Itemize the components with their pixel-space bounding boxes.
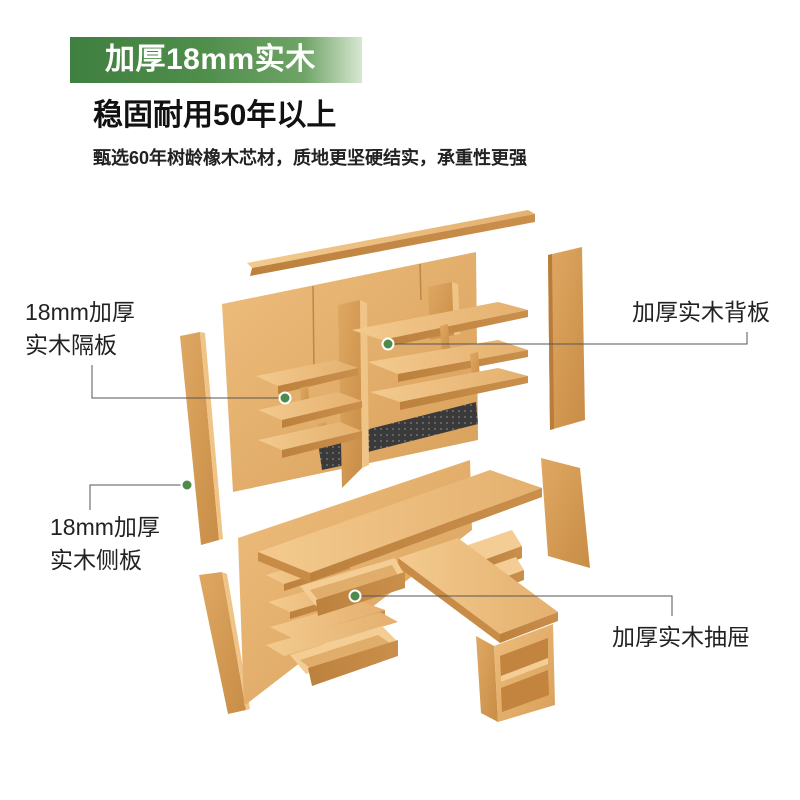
middle-tall-divider-edge <box>360 300 369 468</box>
desktop-left-edge <box>258 552 310 582</box>
marker-dot-drawer <box>348 589 362 603</box>
shelf-left-lower <box>258 422 362 450</box>
leader-line-back-panel <box>388 332 748 345</box>
left-drawer-2-inner <box>300 635 390 668</box>
desktop-surface <box>258 470 542 573</box>
return-desktop-side-edge <box>398 558 500 643</box>
shelf-left-middle <box>258 392 362 420</box>
callout-drawer: 加厚实木抽屉 <box>612 621 750 654</box>
left-drawer-2-front <box>308 640 398 686</box>
marker-dot-back-panel <box>381 337 395 351</box>
desk-shelf-3 <box>270 601 385 638</box>
back-panel-seam <box>312 285 315 373</box>
marker-dot-shelf <box>278 391 292 405</box>
left-lower-side-panel <box>199 572 246 714</box>
leader-line-drawer <box>355 595 673 616</box>
callout-shelf-line2: 实木隔板 <box>25 332 117 358</box>
left-drawer-1-inner <box>310 565 398 600</box>
shelf-left-top-edge <box>278 368 358 394</box>
shelf-left-middle-edge <box>282 401 362 428</box>
right-upper-side-panel <box>548 247 585 430</box>
return-desktop-surface <box>398 538 558 634</box>
shelf-right-lower <box>370 368 528 402</box>
shelf-right-lower-edge <box>400 376 528 410</box>
right-upper-side-panel-edge <box>548 254 554 430</box>
shelf-right-middle <box>368 340 528 374</box>
leader-line-shelf <box>91 365 285 399</box>
back-panel-seam <box>419 263 422 301</box>
callout-drawer-line1: 加厚实木抽屉 <box>612 624 750 650</box>
shelf-right-top-edge <box>382 310 528 348</box>
shelf-left-top <box>256 360 358 386</box>
top-board-edge <box>250 214 535 276</box>
banner-text: 加厚18mm实木 <box>105 43 316 76</box>
callout-shelf: 18mm加厚 实木隔板 <box>25 296 135 362</box>
marker-dot-side-panel <box>180 478 194 492</box>
headline: 稳固耐用50年以上 <box>93 99 337 132</box>
callout-back-panel-line1: 加厚实木背板 <box>632 299 770 325</box>
feature-banner: 加厚18mm实木 <box>70 37 362 83</box>
left-upper-side-panel <box>180 332 219 545</box>
callout-back-panel: 加厚实木背板 <box>632 296 770 329</box>
return-desktop-front-edge <box>500 612 558 643</box>
left-upper-side-panel-edge <box>200 332 223 540</box>
callout-side-panel-line1: 18mm加厚 <box>50 514 160 540</box>
top-board <box>247 210 535 268</box>
shelf-left-lower-edge <box>282 431 362 458</box>
leader-line-side-panel <box>89 484 187 510</box>
pedestal-opening-upper <box>500 638 548 679</box>
shelf-small-divider <box>440 324 450 355</box>
shelf-right-middle-edge <box>398 350 528 382</box>
callout-shelf-line1: 18mm加厚 <box>25 299 135 325</box>
callout-side-panel: 18mm加厚 实木侧板 <box>50 511 160 577</box>
shelf-right-top <box>352 302 528 340</box>
callout-side-panel-line2: 实木侧板 <box>50 547 142 573</box>
pedestal-opening-lower <box>501 670 549 712</box>
right-drawer-1-box <box>468 530 522 562</box>
keyboard-tray <box>266 612 398 656</box>
right-lower-side-panel <box>541 458 590 568</box>
pedestal-shelf <box>501 658 548 682</box>
subtitle: 甄选60年树龄橡木芯材，质地更坚硬结实，承重性更强 <box>93 148 528 168</box>
pedestal-side <box>476 636 498 722</box>
desktop-front-edge <box>310 488 542 582</box>
